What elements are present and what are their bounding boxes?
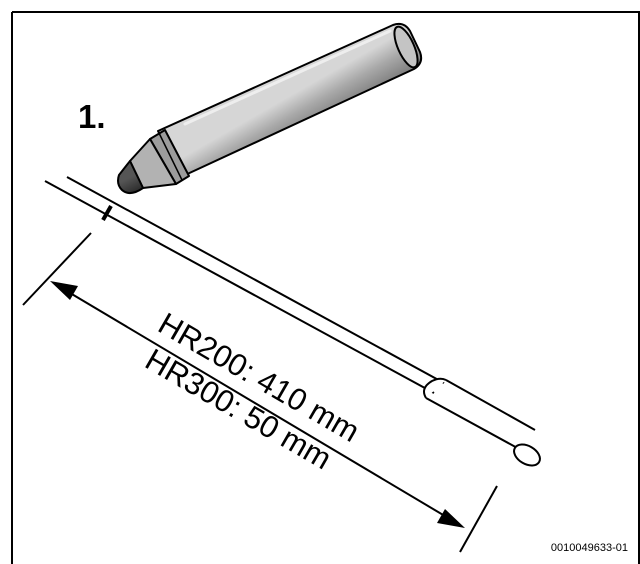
- sensor-tube: [44, 176, 541, 467]
- marker-pen-icon: [117, 22, 423, 194]
- figure-frame: [11, 11, 640, 564]
- dimension-arrowheads: [50, 281, 465, 528]
- figure-reference-code: 0010049633-01: [551, 542, 628, 554]
- step-number: 1.: [78, 98, 106, 135]
- mark-line: [101, 205, 113, 221]
- dimension-line: [22, 232, 498, 553]
